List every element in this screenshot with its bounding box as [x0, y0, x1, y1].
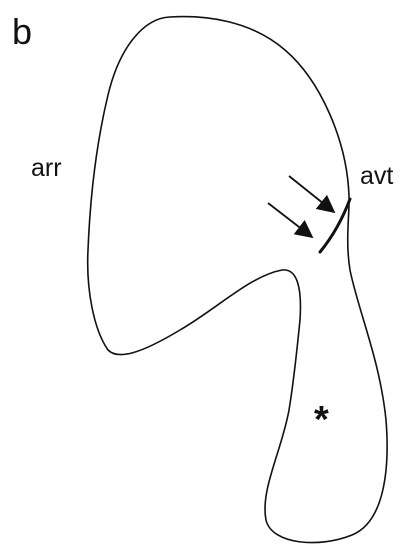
- pointer-arrow-lower: [268, 203, 312, 237]
- asterisk-marker: *: [314, 401, 329, 439]
- pointer-arrow-upper: [289, 176, 334, 212]
- organ-outline: [88, 17, 387, 543]
- panel-letter: b: [12, 14, 32, 50]
- label-arr: arr: [31, 156, 62, 181]
- label-avt: avt: [360, 164, 393, 189]
- valve-boundary-line: [320, 199, 350, 252]
